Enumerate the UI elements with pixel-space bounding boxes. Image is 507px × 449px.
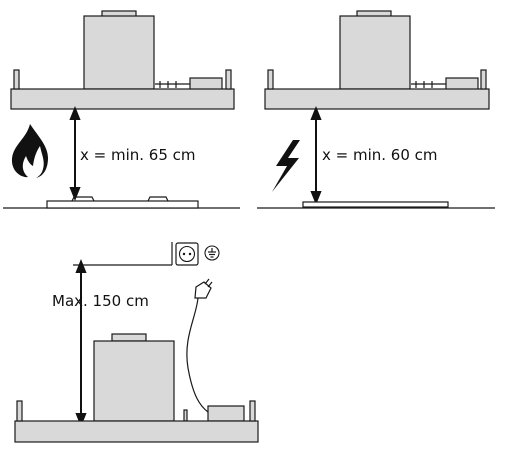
hood-canopy [264, 88, 490, 110]
hood-canopy [10, 88, 235, 110]
gas-distance-label: x = min. 65 cm [80, 146, 196, 164]
electric-hob [302, 201, 449, 208]
left-bracket [267, 69, 274, 90]
burner [147, 196, 169, 202]
max-height-label: Max. 150 cm [52, 292, 149, 310]
ground-symbol-icon [204, 245, 220, 261]
hood-chimney [339, 15, 411, 90]
motor-box [207, 405, 245, 422]
gas-hob-panel: x = min. 65 cm [3, 10, 240, 209]
mounting-panel: Max. 150 cm [14, 242, 259, 443]
chimney-cap [111, 333, 147, 342]
left-bracket [16, 400, 23, 422]
pipe-clip [183, 409, 188, 422]
gas-hob [46, 200, 199, 209]
power-plug-icon [194, 278, 213, 299]
right-bracket [225, 69, 232, 90]
right-bracket [249, 400, 256, 422]
hood-chimney [83, 15, 155, 90]
power-cable [186, 297, 209, 413]
hood-body [93, 340, 175, 422]
lightning-icon [272, 140, 300, 192]
right-bracket [480, 69, 487, 90]
motor-box [189, 77, 223, 91]
electric-distance-label: x = min. 60 cm [322, 146, 438, 164]
burner [71, 196, 95, 202]
hood-canopy [14, 420, 259, 443]
flame-icon [11, 124, 48, 178]
left-bracket [13, 69, 20, 90]
electric-hob-panel: x = min. 60 cm [257, 10, 495, 209]
motor-box [445, 77, 479, 91]
power-socket-icon [175, 242, 199, 266]
